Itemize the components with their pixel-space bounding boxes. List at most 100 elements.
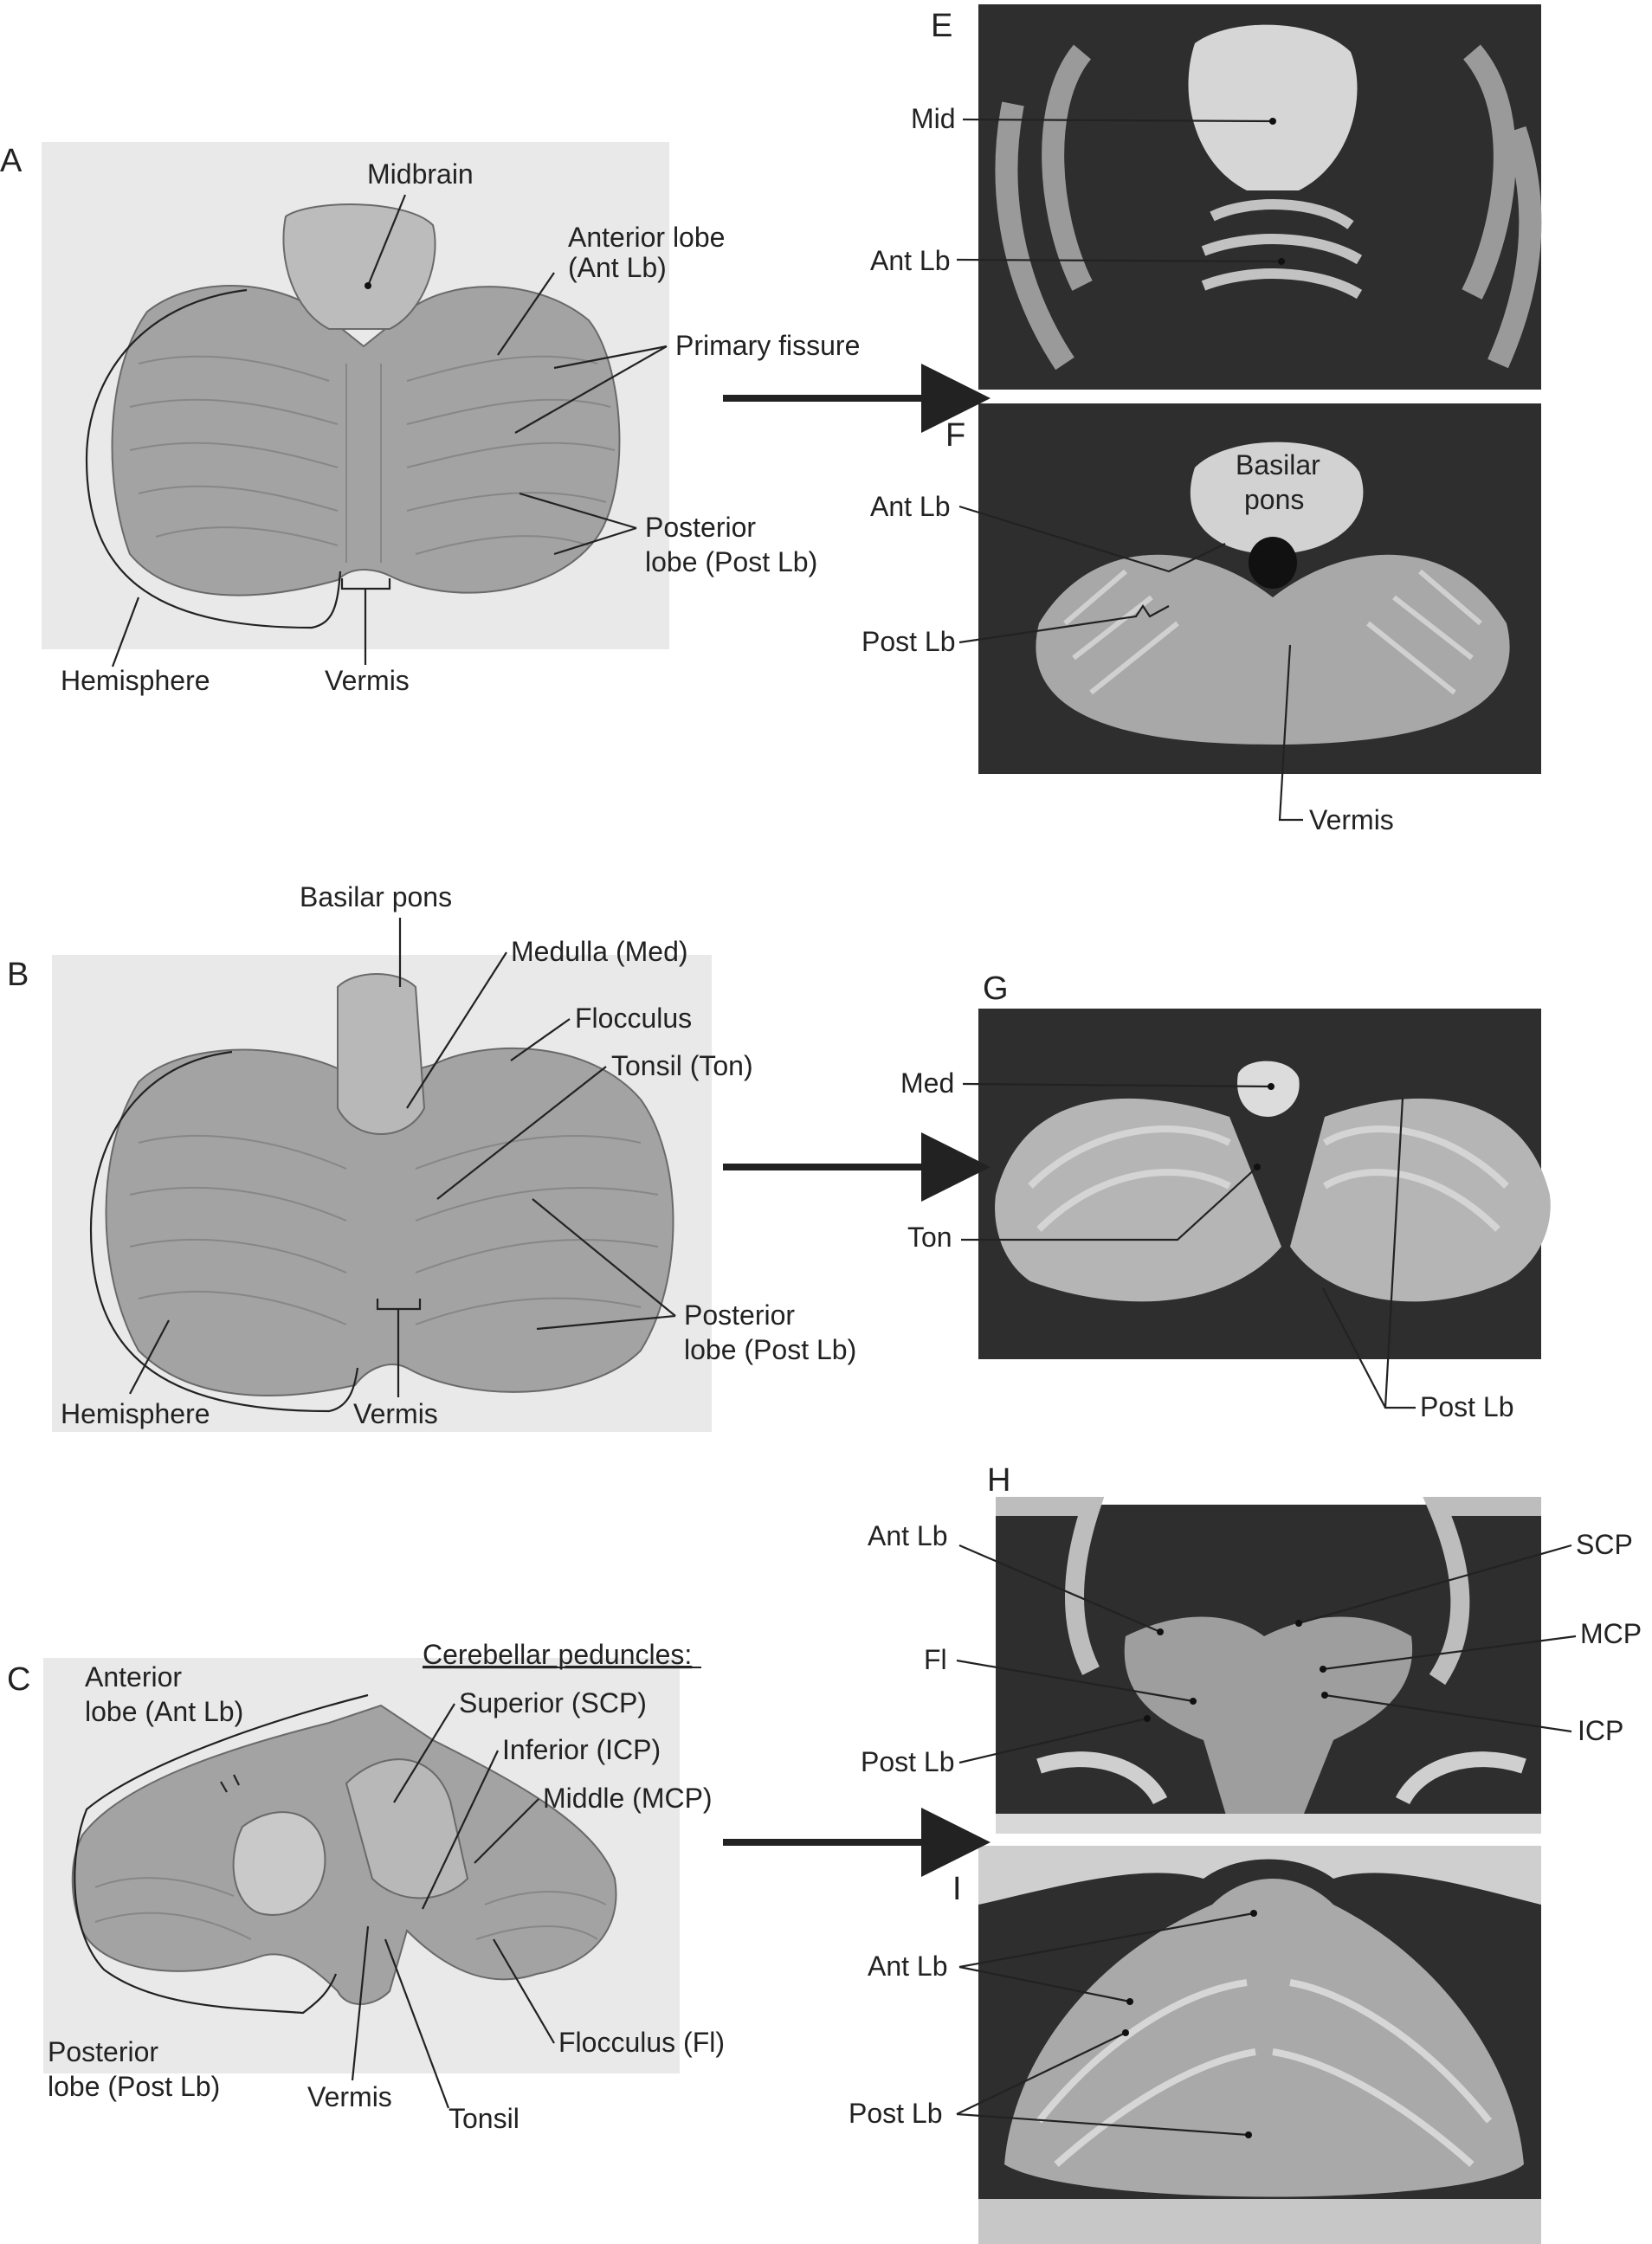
dot-icp [1321, 1692, 1328, 1699]
panel-letter-g: G [983, 970, 1009, 1007]
label-mid: Mid [911, 103, 956, 134]
label-vermis-a: Vermis [325, 665, 410, 696]
label-post-lb-g: Post Lb [1420, 1391, 1514, 1422]
pointer-ant-lb-f [958, 505, 1226, 573]
panel-letter-b: B [7, 957, 29, 993]
pointer-hemisphere-a [111, 596, 140, 667]
label-mcp: MCP [1580, 1618, 1642, 1649]
panel-letter-i: I [952, 1871, 962, 1907]
dot-mcp [1320, 1666, 1326, 1673]
label-hemisphere-a: Hemisphere [61, 665, 210, 696]
pointer-vermis-f [1278, 644, 1303, 822]
label-middle-mcp: Middle (MCP) [543, 1783, 713, 1814]
dot-ant-lb-e [1278, 258, 1285, 265]
label-basilar-1: Basilar [1236, 449, 1320, 480]
label-post-lb-f: Post Lb [861, 626, 956, 657]
label-ant-lb-e: Ant Lb [870, 245, 951, 276]
label-posterior-lobe-c-2: lobe (Post Lb) [48, 2071, 220, 2102]
bracket-hemisphere-a [85, 288, 342, 629]
pointer-tonsil-b [436, 1066, 607, 1200]
panel-e: E Mid Ant Lb [870, 4, 1542, 390]
label-vermis-c: Vermis [307, 2081, 392, 2112]
pointer-post-lb-g [1322, 1097, 1416, 1409]
dot-ton [1254, 1164, 1261, 1170]
label-basilar-pons-b: Basilar pons [300, 881, 452, 912]
dot-fl-h [1190, 1698, 1197, 1705]
label-post-lb-i: Post Lb [849, 2098, 943, 2129]
label-posterior-lobe-1: Posterior [645, 512, 756, 543]
label-ant-lb-f: Ant Lb [870, 491, 951, 522]
label-vermis-b: Vermis [353, 1398, 438, 1429]
dot-ant-lb-i-1 [1250, 1910, 1257, 1917]
panel-letter-a: A [0, 143, 23, 179]
pointer-mid [962, 118, 1274, 123]
pointer-post-lb-f [958, 604, 1170, 644]
panel-letter-h: H [987, 1462, 1010, 1499]
label-hemisphere-b: Hemisphere [61, 1398, 210, 1429]
pointer-flocculus-c [493, 1938, 555, 2044]
label-med: Med [900, 1067, 954, 1099]
label-post-lb-h: Post Lb [861, 1746, 955, 1777]
dot-ant-lb-i-2 [1126, 1998, 1133, 2005]
pointer-fl-h [956, 1659, 1194, 1703]
panel-b: B Basilar pons Medulla (Med) Flocculus T… [7, 881, 856, 1432]
label-basilar-2: pons [1244, 484, 1304, 515]
label-icp: ICP [1578, 1715, 1623, 1746]
panel-c: C Anterior lobe (Ant Lb) Cerebellar pedu… [7, 1639, 725, 2134]
pointer-medulla [406, 951, 507, 1109]
label-ton: Ton [907, 1222, 952, 1253]
pointer-scp [1298, 1544, 1572, 1625]
pointer-inferior-icp [422, 1750, 499, 1910]
pointer-middle-mcp [474, 1798, 539, 1864]
dot-scp [1295, 1620, 1302, 1627]
panel-letter-f: F [945, 417, 965, 454]
panel-i: I Ant Lb Post Lb [849, 1846, 1541, 2244]
label-flocculus-c: Flocculus (Fl) [558, 2027, 725, 2058]
pointer-hemisphere-b [129, 1319, 170, 1395]
pointer-midbrain [366, 194, 407, 287]
label-ant-lb-i: Ant Lb [868, 1951, 948, 1982]
label-vermis-f: Vermis [1309, 804, 1394, 835]
label-anterior-lobe-c-1: Anterior [85, 1661, 182, 1693]
label-medulla: Medulla (Med) [511, 936, 688, 967]
pointer-primary-fissure [514, 345, 668, 434]
dot-ant-lb-h [1157, 1628, 1164, 1635]
pointer-post-lb-h [958, 1717, 1148, 1764]
pointer-mcp [1322, 1635, 1577, 1671]
fissure-tick-c [220, 1774, 240, 1793]
pointer-icp [1324, 1693, 1572, 1733]
label-tonsil-c: Tonsil [448, 2103, 519, 2134]
pointer-anterior-lobe [497, 272, 555, 356]
label-midbrain: Midbrain [367, 158, 474, 190]
pointer-flocculus-b [510, 1018, 571, 1061]
label-tonsil-b: Tonsil (Ton) [611, 1050, 753, 1081]
label-fl-h: Fl [924, 1644, 947, 1675]
label-anterior-lobe-1: Anterior lobe [568, 222, 725, 253]
panel-letter-e: E [931, 8, 952, 44]
pointer-tonsil-c [384, 1938, 450, 2109]
panel-b-cerebellum-photo [105, 973, 674, 1396]
panel-c-cerebellum-photo [71, 1704, 617, 2005]
panel-h: H Ant Lb Fl Post Lb SCP MCP ICP [861, 1462, 1642, 1834]
pointer-ant-lb-e [956, 258, 1282, 263]
label-posterior-lobe-2: lobe (Post Lb) [645, 546, 817, 577]
pointer-ant-lb-h [958, 1544, 1161, 1634]
pointer-post-lb-i [956, 2032, 1249, 2137]
pointer-vermis-c [351, 1925, 370, 2081]
dot-med [1268, 1083, 1274, 1090]
label-scp: SCP [1576, 1529, 1633, 1560]
panel-a-cerebellum-photo [111, 203, 621, 596]
dot-post-lb-i-1 [1122, 2029, 1129, 2036]
dot-post-lb-i-2 [1245, 2131, 1252, 2138]
label-posterior-lobe-b-2: lobe (Post Lb) [684, 1334, 856, 1365]
label-anterior-lobe-2: (Ant Lb) [568, 252, 667, 283]
label-posterior-lobe-c-1: Posterior [48, 2036, 158, 2067]
panel-letter-c: C [7, 1661, 30, 1698]
label-superior-scp: Superior (SCP) [459, 1687, 647, 1718]
pointer-posterior-lobe-b [532, 1198, 676, 1331]
label-posterior-lobe-b-1: Posterior [684, 1299, 795, 1331]
pointer-ant-lb-i [958, 1912, 1255, 2003]
label-primary-fissure: Primary fissure [675, 330, 860, 361]
pointer-posterior-lobe [519, 492, 637, 556]
